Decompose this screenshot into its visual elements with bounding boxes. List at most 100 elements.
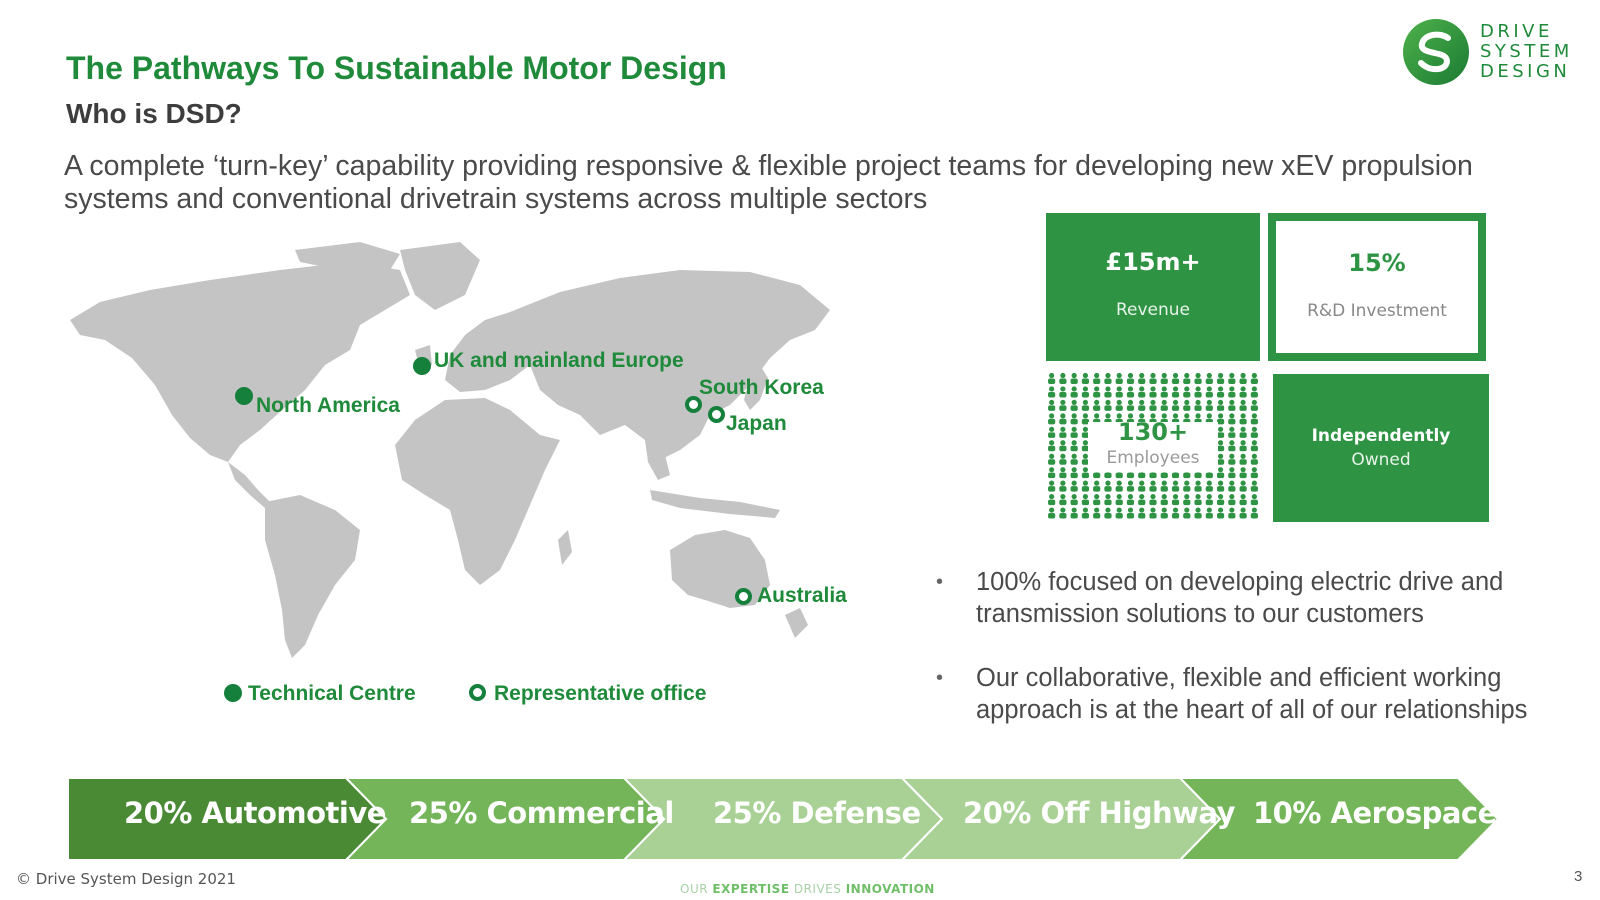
person-icon <box>1205 507 1213 519</box>
person-icon <box>1070 372 1078 384</box>
person-icon <box>1171 480 1180 492</box>
person-icon <box>1228 386 1236 398</box>
bullet-item: 100% focused on developing electric driv… <box>936 566 1576 630</box>
person-icon <box>1216 386 1225 398</box>
marker-north-america <box>235 387 253 405</box>
person-icon <box>1183 507 1191 519</box>
person-icon <box>1081 440 1090 452</box>
person-icon <box>1093 386 1101 398</box>
person-icon <box>1205 372 1213 384</box>
person-icon <box>1104 493 1112 506</box>
bullet-list: 100% focused on developing electric driv… <box>936 566 1576 758</box>
person-icon <box>1149 493 1157 506</box>
person-icon <box>1194 480 1202 492</box>
location-south-korea: South Korea <box>699 376 824 399</box>
person-icon <box>1228 493 1236 506</box>
person-icon <box>1228 426 1236 438</box>
person-icon <box>1171 372 1180 384</box>
person-icon <box>1216 440 1225 452</box>
person-icon <box>1216 399 1225 411</box>
person-icon <box>1239 372 1247 384</box>
person-icon <box>1216 372 1225 384</box>
stat-revenue: £15m+ Revenue <box>1046 213 1260 361</box>
person-icon <box>1138 480 1146 492</box>
person-icon <box>1160 372 1168 384</box>
bullet-item: Our collaborative, flexible and efficien… <box>936 662 1576 726</box>
person-icon <box>1250 426 1258 438</box>
person-icon <box>1059 426 1067 438</box>
person-icon <box>1250 507 1258 519</box>
revenue-value: £15m+ <box>1105 248 1201 276</box>
person-icon <box>1216 493 1225 506</box>
person-icon <box>1149 480 1157 492</box>
person-icon <box>1081 507 1090 519</box>
intro-text: A complete ‘turn-key’ capability providi… <box>64 150 1473 215</box>
location-uk-europe: UK and mainland Europe <box>434 349 684 372</box>
person-icon <box>1059 493 1067 506</box>
sector-commercial: 25% Commercial <box>409 796 674 830</box>
person-icon <box>1228 453 1236 465</box>
person-icon <box>1239 386 1247 398</box>
person-icon <box>1070 386 1078 398</box>
person-icon <box>1250 467 1258 479</box>
person-icon <box>1104 399 1112 411</box>
person-icon <box>1228 507 1236 519</box>
sector-aerospace: 10% Aerospace <box>1253 796 1497 830</box>
person-icon <box>1250 399 1258 411</box>
person-icon <box>1239 426 1247 438</box>
person-icon <box>1048 507 1056 519</box>
employees-value: 130+ <box>1117 418 1189 446</box>
person-icon <box>1183 372 1191 384</box>
person-icon <box>1081 467 1090 479</box>
world-map <box>60 240 850 670</box>
person-icon <box>1250 480 1258 492</box>
person-icon <box>1048 467 1056 479</box>
person-icon <box>1081 493 1090 506</box>
person-icon <box>1048 493 1056 506</box>
person-icon <box>1081 386 1090 398</box>
footer-tagline: OUR EXPERTISE DRIVES INNOVATION <box>680 882 935 896</box>
person-icon <box>1115 480 1123 492</box>
sector-chevron-bar: 20% Automotive 25% Commercial 25% Defens… <box>68 778 1566 860</box>
person-icon <box>1126 493 1135 506</box>
person-icon <box>1239 467 1247 479</box>
person-icon <box>1205 493 1213 506</box>
person-icon <box>1228 413 1236 425</box>
person-icon <box>1048 386 1056 398</box>
person-icon <box>1138 372 1146 384</box>
person-icon <box>1205 386 1213 398</box>
person-icon <box>1205 399 1213 411</box>
marker-japan <box>708 406 725 423</box>
person-icon <box>1250 413 1258 425</box>
person-icon <box>1093 507 1101 519</box>
person-icon <box>1194 399 1202 411</box>
person-icon <box>1149 507 1157 519</box>
person-icon <box>1126 372 1135 384</box>
person-icon <box>1093 399 1101 411</box>
person-icon <box>1070 493 1078 506</box>
person-icon <box>1138 399 1146 411</box>
person-icon <box>1239 507 1247 519</box>
person-icon <box>1239 480 1247 492</box>
person-icon <box>1250 386 1258 398</box>
company-logo: DRIVE SYSTEM DESIGN <box>1402 18 1592 88</box>
person-icon <box>1160 399 1168 411</box>
person-icon <box>1216 413 1225 425</box>
marker-uk-europe <box>413 357 431 375</box>
person-icon <box>1171 493 1180 506</box>
person-icon <box>1115 493 1123 506</box>
person-icon <box>1250 493 1258 506</box>
legend-technical-centre: Technical Centre <box>248 682 416 705</box>
person-icon <box>1138 386 1146 398</box>
page-title: The Pathways To Sustainable Motor Design <box>66 50 727 86</box>
logo-wordmark: DRIVE SYSTEM DESIGN <box>1480 22 1590 82</box>
person-icon <box>1149 372 1157 384</box>
sector-off-highway: 20% Off Highway <box>963 796 1235 830</box>
sector-automotive: 20% Automotive <box>124 796 386 830</box>
person-icon <box>1239 399 1247 411</box>
person-icon <box>1138 507 1146 519</box>
person-icon <box>1183 480 1191 492</box>
stat-rnd-investment: 15% R&D Investment <box>1268 213 1486 361</box>
person-icon <box>1048 453 1056 465</box>
person-icon <box>1048 440 1056 452</box>
